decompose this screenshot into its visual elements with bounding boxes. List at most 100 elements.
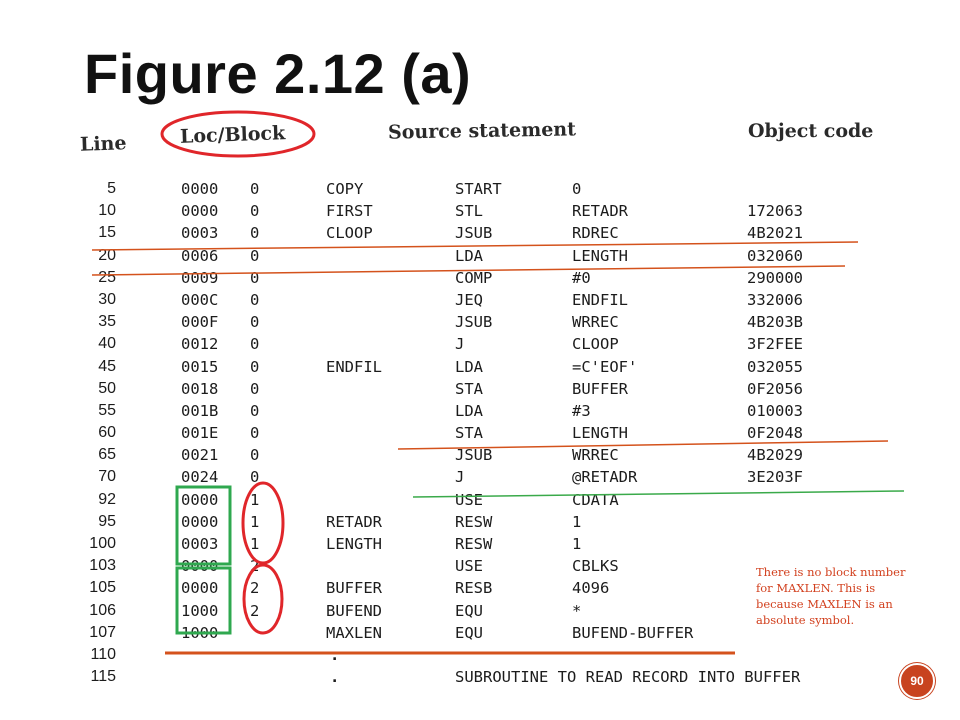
opcode-cell: J: [455, 335, 465, 354]
page-number-badge: 90: [899, 663, 935, 699]
block-number-cell: 0: [250, 268, 260, 287]
operand-cell: CBLKS: [572, 557, 619, 576]
operand-cell: RETADR: [572, 202, 628, 221]
opcode-cell: LDA: [455, 246, 483, 265]
operand-cell: #0: [572, 268, 591, 287]
opcode-cell: STA: [455, 424, 483, 443]
opcode-cell: RESW: [455, 512, 493, 531]
block-number-cell: 1: [250, 512, 260, 531]
opcode-cell: LDA: [455, 401, 483, 420]
operand-cell: 0: [572, 180, 582, 198]
object-code-cell: 3F2FEE: [747, 335, 803, 354]
block-number-cell: 1: [250, 490, 260, 509]
operand-cell: LENGTH: [572, 424, 628, 443]
location-cell: 0021: [181, 446, 219, 465]
location-cell: 0009: [181, 268, 219, 287]
object-code-cell: 172063: [747, 202, 803, 221]
object-code-cell: 4B2021: [747, 224, 803, 243]
location-cell: 000F: [181, 313, 219, 332]
object-code-cell: 0F2048: [747, 424, 803, 443]
operand-cell: @RETADR: [572, 468, 638, 487]
location-cell: 000C: [181, 290, 219, 309]
opcode-cell: RESW: [455, 535, 493, 553]
opcode-cell: USE: [455, 490, 483, 509]
location-cell: 0015: [181, 357, 219, 376]
opcode-cell: START: [455, 180, 502, 198]
block-number-cell: 0: [250, 468, 260, 487]
object-code-cell: 290000: [747, 268, 803, 287]
opcode-cell: EQU: [455, 623, 483, 642]
line-number-cell: 106: [89, 601, 116, 619]
block-number-cell: 0: [250, 335, 260, 354]
block-number-cell: 0: [250, 224, 260, 243]
location-cell: 0000: [181, 557, 219, 576]
operand-cell: 1: [572, 535, 582, 553]
operand-cell: WRREC: [572, 313, 619, 332]
line-number-cell: 50: [98, 379, 116, 397]
block-number-cell: 0: [250, 246, 260, 265]
line-number-cell: 10: [98, 202, 116, 220]
opcode-cell: JEQ: [455, 290, 483, 309]
location-cell: 0012: [181, 335, 219, 354]
location-cell: 0018: [181, 379, 219, 398]
operand-cell: #3: [572, 401, 591, 420]
object-code-cell: 4B203B: [747, 313, 803, 332]
line-number-cell: 40: [98, 335, 116, 353]
operand-cell: WRREC: [572, 446, 619, 465]
block-number-cell: 2: [250, 601, 260, 620]
operand-cell: BUFEND-BUFFER: [572, 623, 694, 642]
header-loc-block: Loc/Block: [179, 122, 286, 148]
operand-cell: CLOOP: [572, 335, 619, 354]
block-number-cell: 0: [250, 446, 260, 465]
object-code-cell: 332006: [747, 290, 803, 309]
block-number-cell: 0: [250, 379, 260, 398]
maxlen-note: There is no block number for MAXLEN. Thi…: [756, 565, 906, 627]
operand-cell: RDREC: [572, 224, 619, 243]
line-number-cell: 35: [98, 313, 116, 331]
operand-cell: 4096: [572, 579, 610, 598]
line-number-cell: 55: [98, 401, 116, 419]
block-number-cell: 0: [250, 401, 260, 420]
line-number-cell: 105: [89, 579, 116, 597]
opcode-cell: STA: [455, 379, 483, 398]
label-cell: LENGTH: [326, 535, 382, 553]
operand-cell: *: [572, 601, 582, 620]
line-number-cell: 30: [98, 290, 116, 308]
operand-cell: =C'EOF': [572, 357, 638, 376]
listing-row: 40 0012 0 J CLOOP 3F2FEE: [0, 333, 960, 355]
location-cell: 0000: [181, 579, 219, 598]
block-number-cell: 0: [250, 290, 260, 309]
label-cell: MAXLEN: [326, 623, 382, 642]
header-line: Line: [79, 132, 127, 156]
object-code-cell: 4B2029: [747, 446, 803, 465]
opcode-cell: JSUB: [455, 446, 493, 465]
opcode-cell: STL: [455, 202, 483, 221]
line-number-cell: 5: [107, 180, 116, 197]
label-cell: CLOOP: [326, 224, 373, 243]
line-number-cell: 115: [90, 668, 116, 686]
opcode-cell: COMP: [455, 268, 493, 287]
line-number-cell: 95: [98, 512, 116, 530]
listing-row: 110.: [0, 644, 960, 666]
opcode-cell: RESB: [455, 579, 493, 598]
opcode-cell: J: [455, 468, 465, 487]
operand-cell: LENGTH: [572, 246, 628, 265]
line-number-cell: 15: [98, 224, 116, 242]
opcode-cell: LDA: [455, 357, 483, 376]
listing-row: 115.SUBROUTINE TO READ RECORD INTO BUFFE…: [0, 666, 960, 688]
object-code-cell: 032055: [747, 357, 803, 376]
